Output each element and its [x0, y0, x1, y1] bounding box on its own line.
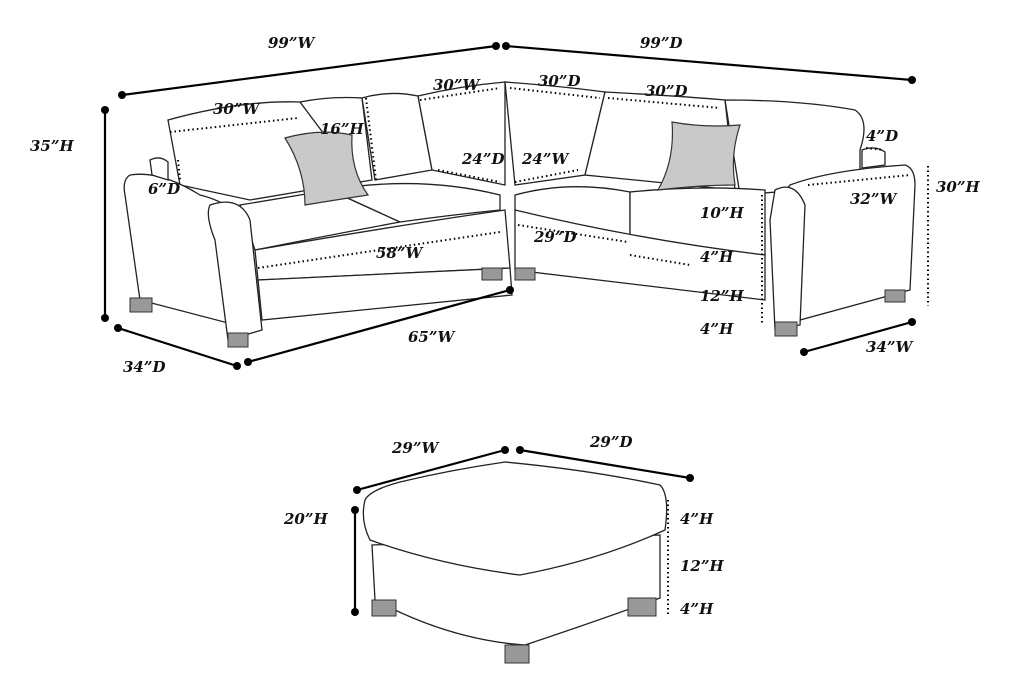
- dimension-lines: [101, 42, 929, 370]
- label-seat-depth: 29”D: [533, 228, 577, 246]
- label-corner-seat-width: 24”W: [521, 150, 571, 168]
- ottoman-labels: 29”W 29”D 20”H 4”H 12”H 4”H: [283, 433, 725, 618]
- label-back-height: 10”H: [700, 204, 745, 222]
- label-arm-width: 32”W: [850, 190, 899, 208]
- label-arm-depth-left: 6”D: [148, 180, 180, 198]
- label-back-left-width: 30”W: [213, 100, 262, 118]
- label-ottoman-width: 29”W: [391, 439, 441, 457]
- ottoman-drawing: [351, 446, 694, 664]
- label-corner-seat-depth: 24”D: [461, 150, 505, 168]
- label-side-width: 65”W: [408, 328, 457, 346]
- label-overall-height: 35”H: [30, 137, 75, 155]
- label-seat-width: 58”W: [376, 244, 425, 262]
- label-ottoman-height: 20”H: [283, 510, 329, 528]
- label-back-cushion-height: 16”H: [320, 120, 365, 138]
- label-overall-width: 99”W: [268, 34, 317, 52]
- label-back-corner-width: 30”W: [433, 76, 482, 94]
- label-ottoman-cushion-height: 4”H: [680, 510, 714, 528]
- label-leg-height: 4”H: [700, 320, 734, 338]
- throw-pillow: [284, 131, 370, 206]
- label-arm-height: 30”H: [936, 178, 981, 196]
- label-arm-depth-right: 4”D: [866, 127, 898, 145]
- label-ottoman-depth: 29”D: [589, 433, 633, 451]
- label-cushion-height: 4”H: [700, 248, 734, 266]
- label-right-width: 34”W: [866, 338, 915, 356]
- label-back-right-depth: 30”D: [645, 82, 688, 100]
- label-left-depth: 34”D: [123, 358, 166, 376]
- sectional-sofa-drawing: [123, 81, 916, 348]
- label-ottoman-base-height: 12”H: [680, 557, 725, 575]
- sectional-labels: 99”W 99”D 30”W 30”D 30”D 30”W 16”H 35”H …: [30, 34, 981, 376]
- label-base-height: 12”H: [700, 287, 745, 305]
- throw-pillow: [656, 121, 741, 191]
- label-ottoman-leg-height: 4”H: [680, 600, 714, 618]
- label-overall-depth: 99”D: [640, 34, 683, 52]
- label-back-corner-depth: 30”D: [538, 72, 581, 90]
